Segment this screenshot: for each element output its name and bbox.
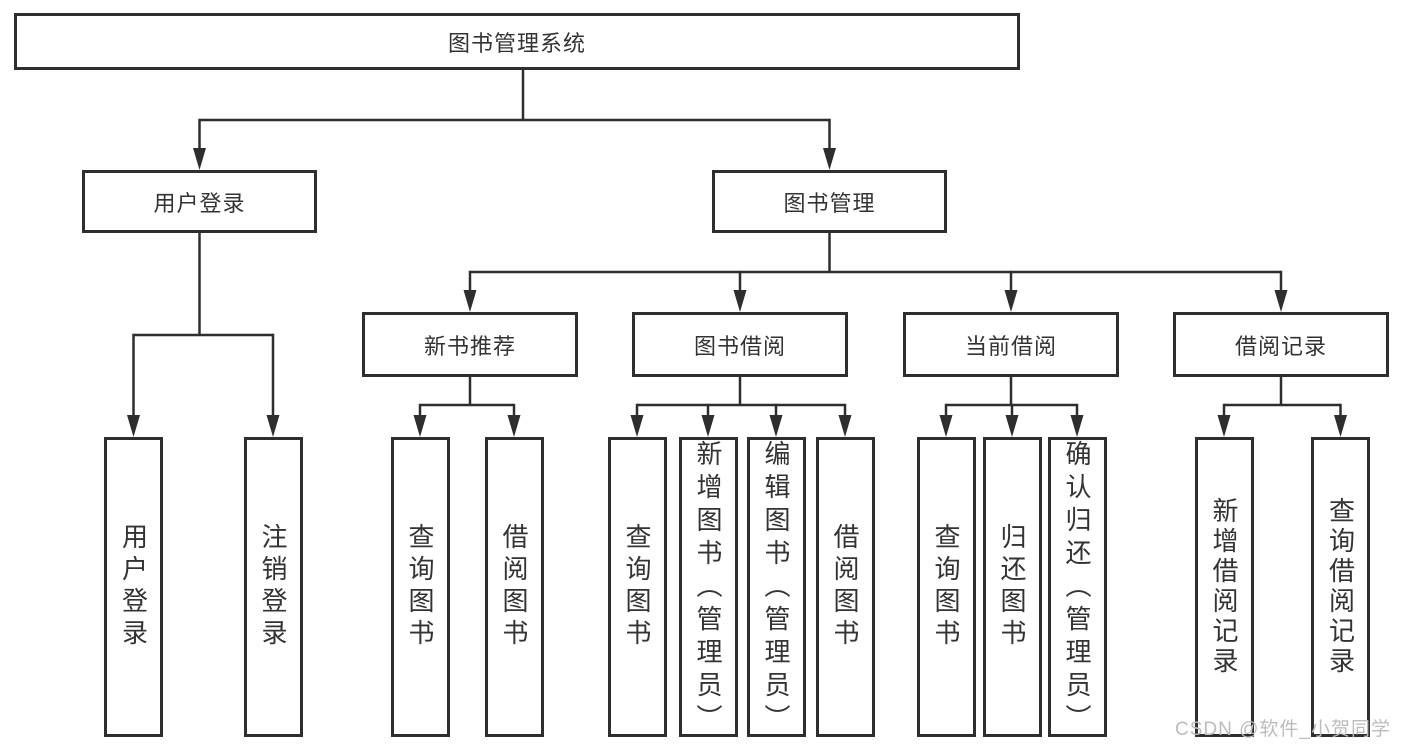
arrow-down-icon [1274, 290, 1288, 312]
arrow-down-icon [1070, 415, 1084, 437]
arrow-down-icon [838, 415, 852, 437]
connector-current-borrow-children [939, 377, 1084, 437]
leaf-user-login: 用户登录 [104, 437, 163, 737]
node-new-book-recommend: 新书推荐 [362, 312, 578, 377]
watermark: CSDN @软件_小贺同学 [1175, 719, 1391, 740]
leaf-label: 查询借阅记录 [1325, 497, 1356, 677]
node-root-label: 图书管理系统 [447, 30, 586, 56]
leaf-label: 借阅图书 [499, 523, 529, 651]
connector-user-login-children [127, 233, 280, 437]
arrow-down-icon [630, 415, 644, 437]
arrow-down-icon [1005, 415, 1019, 437]
node-root: 图书管理系统 [14, 13, 1020, 70]
leaf-label: 注销登录 [258, 523, 288, 651]
leaf-return-book: 归还图书 [982, 437, 1042, 737]
node-book-borrow: 图书借阅 [632, 312, 848, 377]
leaf-label: 借阅图书 [830, 523, 860, 651]
node-book-borrow-label: 图书借阅 [693, 333, 786, 359]
arrow-down-icon [413, 415, 427, 437]
connector-root-to-level2 [193, 70, 836, 170]
arrow-down-icon [463, 290, 477, 312]
leaf-add-book-admin: 新增图书（管理员） [678, 437, 738, 737]
leaf-label: 新增图书（管理员） [693, 440, 723, 737]
leaf-confirm-return-admin: 确认归还（管理员） [1047, 437, 1107, 737]
leaf-query-borrow-record: 查询借阅记录 [1311, 437, 1370, 737]
leaf-label: 编辑图书（管理员） [761, 440, 791, 737]
node-current-borrow-label: 当前借阅 [964, 333, 1057, 359]
arrow-down-icon [266, 415, 280, 437]
arrow-down-icon [193, 148, 206, 170]
arrow-down-icon [127, 415, 140, 437]
node-new-book-recommend-label: 新书推荐 [423, 333, 516, 359]
node-user-login-label: 用户登录 [153, 190, 246, 216]
leaf-query-book-1: 查询图书 [390, 437, 450, 737]
arrow-down-icon [1334, 415, 1347, 437]
leaf-label: 新增借阅记录 [1209, 497, 1239, 677]
leaf-logout: 注销登录 [243, 437, 303, 737]
leaf-label: 查询图书 [622, 523, 652, 651]
leaf-label: 归还图书 [997, 523, 1027, 651]
leaf-label: 确认归还（管理员） [1062, 440, 1092, 737]
arrow-down-icon [701, 415, 715, 437]
node-book-management-label: 图书管理 [783, 190, 876, 216]
connector-new-book-children [413, 377, 521, 437]
arrow-down-icon [1004, 290, 1018, 312]
leaf-borrow-book-1: 借阅图书 [484, 437, 544, 737]
arrow-down-icon [823, 148, 836, 170]
node-current-borrow: 当前借阅 [903, 312, 1119, 377]
arrow-down-icon [1217, 415, 1231, 437]
arrow-down-icon [769, 415, 783, 437]
leaf-edit-book-admin: 编辑图书（管理员） [746, 437, 806, 737]
leaf-add-borrow-record: 新增借阅记录 [1194, 437, 1254, 737]
leaf-label: 查询图书 [931, 523, 961, 651]
arrow-down-icon [733, 290, 747, 312]
node-borrow-record-label: 借阅记录 [1234, 333, 1327, 359]
arrow-down-icon [939, 415, 953, 437]
leaf-label: 用户登录 [118, 523, 149, 651]
connector-book-management-children [463, 233, 1288, 312]
leaf-query-book-2: 查询图书 [607, 437, 667, 737]
leaf-borrow-book-2: 借阅图书 [815, 437, 875, 737]
arrow-down-icon [507, 415, 521, 437]
node-book-management: 图书管理 [712, 170, 947, 233]
connector-book-borrow-children [630, 377, 852, 437]
node-borrow-record: 借阅记录 [1173, 312, 1389, 377]
leaf-query-book-3: 查询图书 [916, 437, 976, 737]
node-user-login: 用户登录 [82, 170, 317, 233]
leaf-label: 查询图书 [405, 523, 435, 651]
connector-borrow-record-children [1217, 377, 1347, 437]
